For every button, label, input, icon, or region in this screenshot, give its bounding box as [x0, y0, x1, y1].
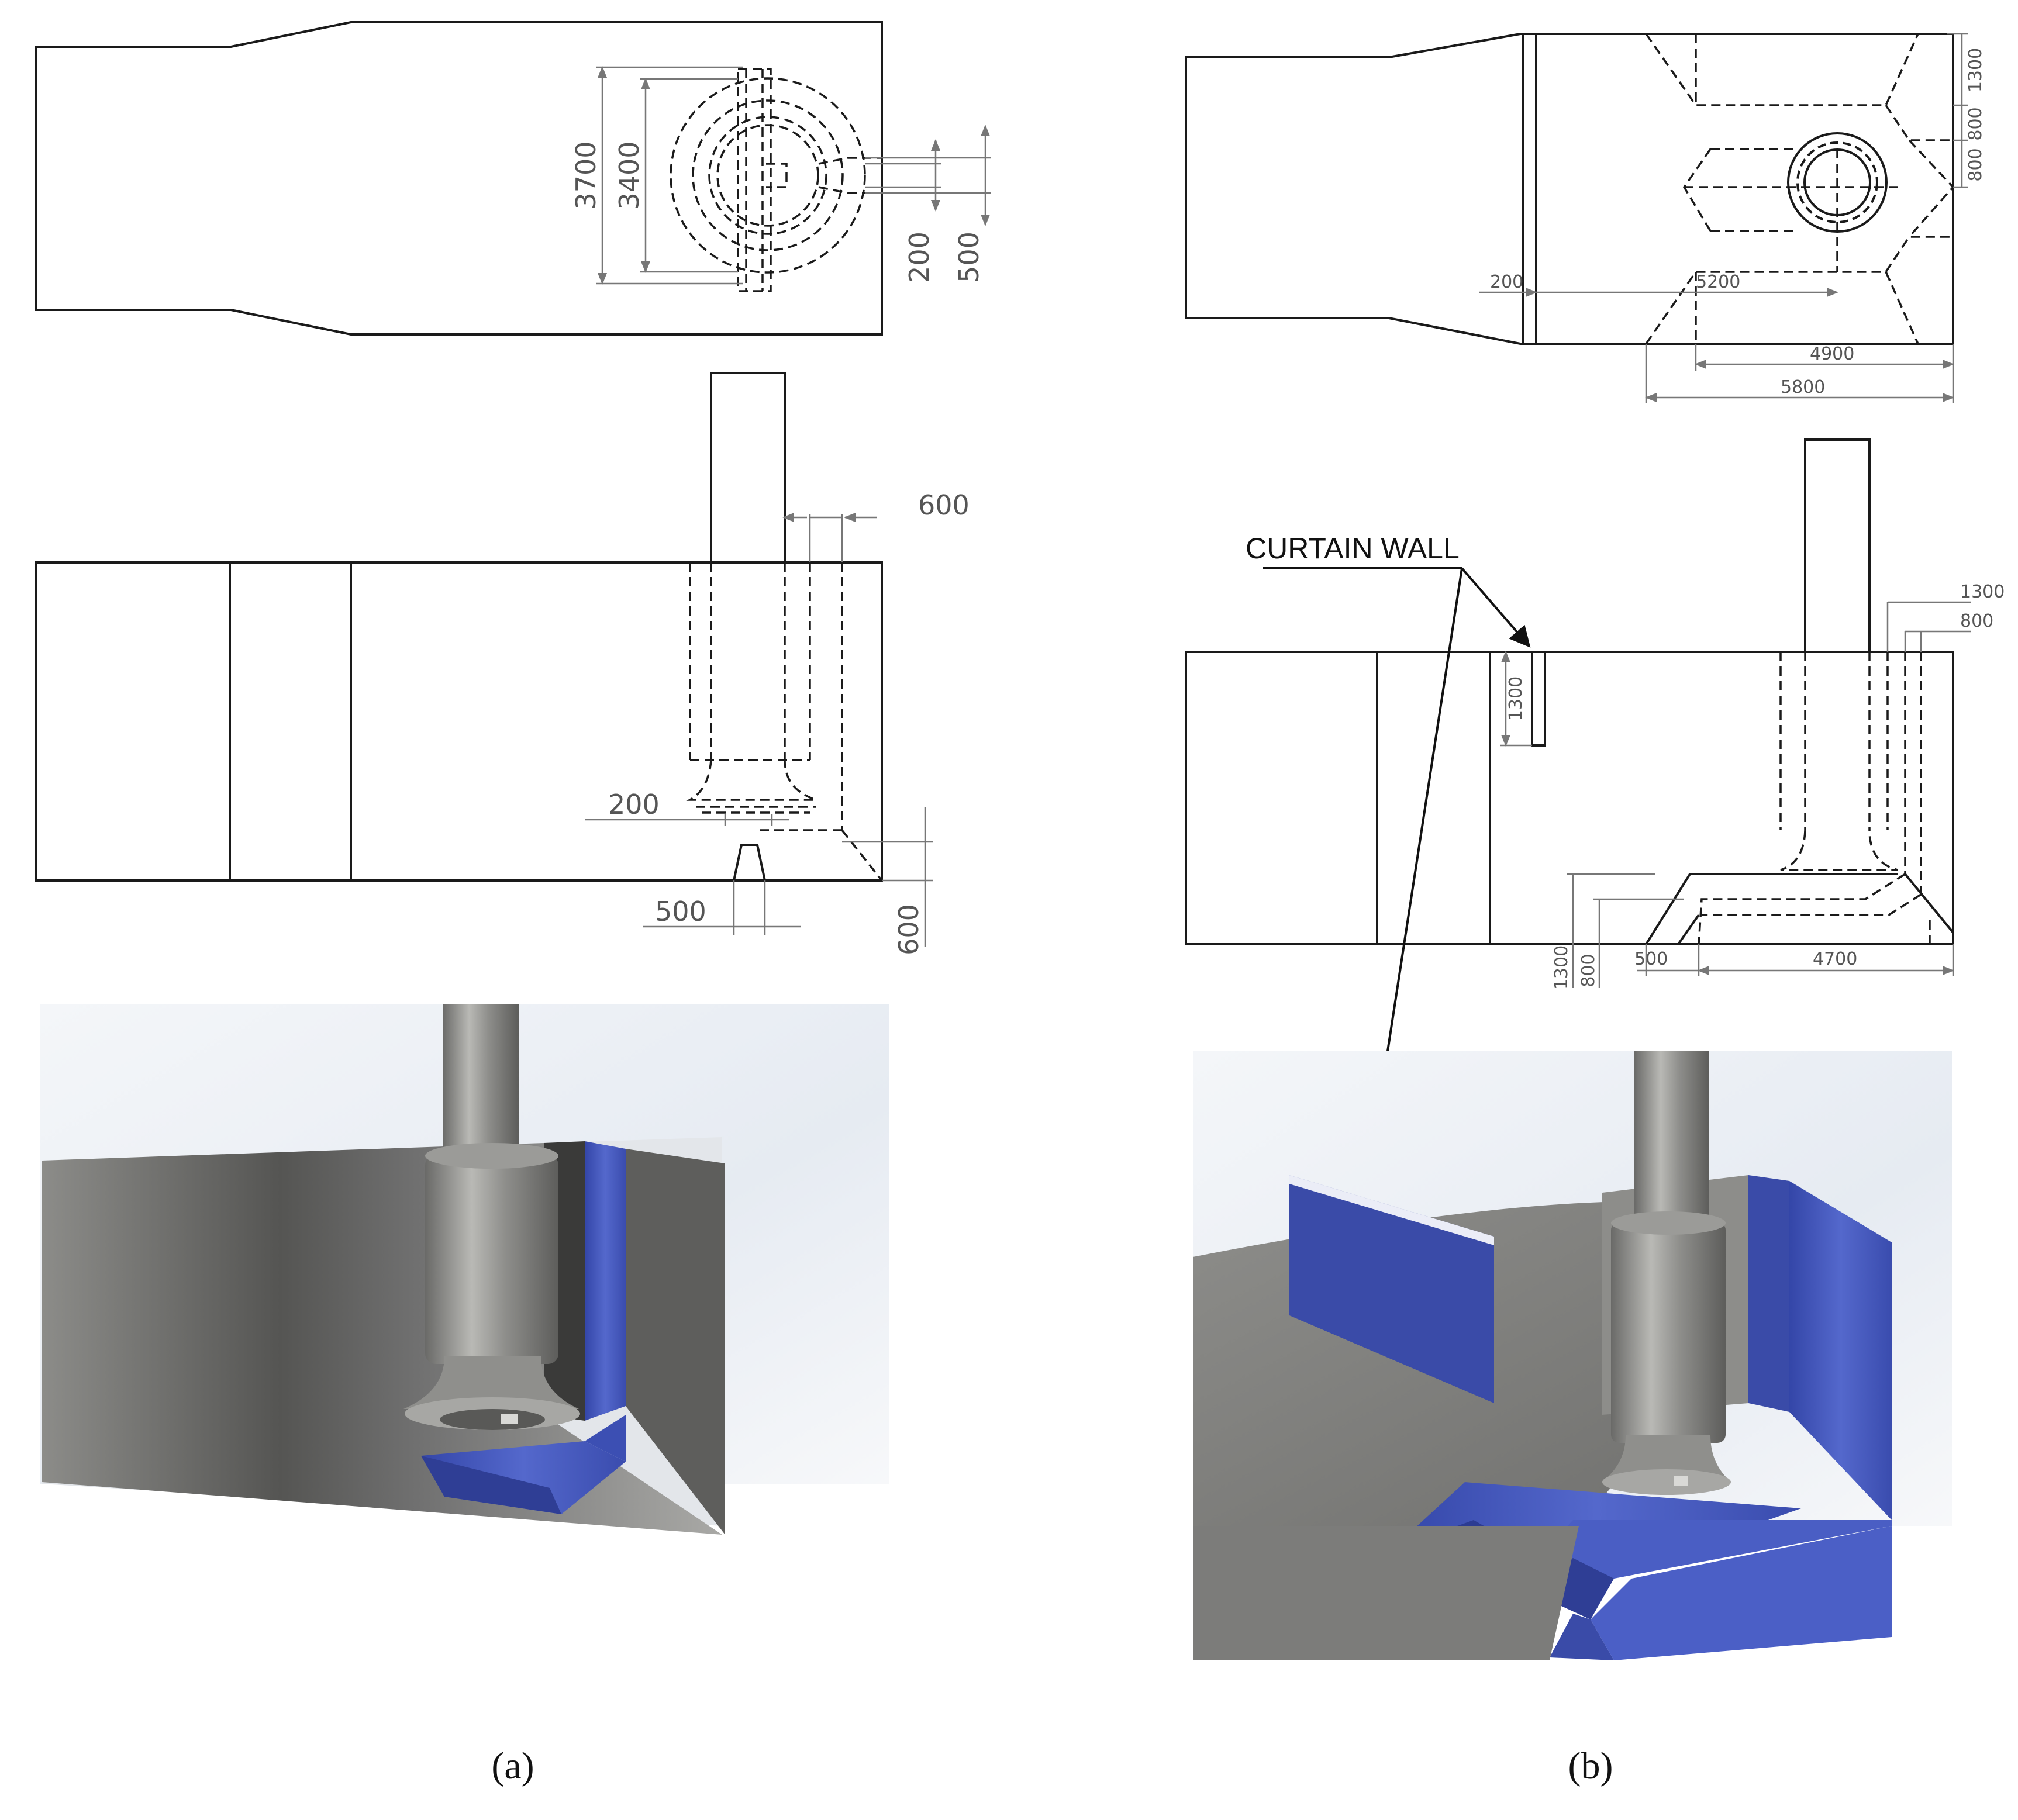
dim-800-top: 800 [1960, 611, 1993, 631]
section-view-b [1185, 438, 1971, 988]
plan-view-a [35, 21, 991, 336]
caption-b: (b) [1568, 1745, 1613, 1787]
dim-5800: 5800 [1781, 377, 1825, 398]
dim-500-b: 500 [1634, 949, 1668, 969]
dim-1300-wall: 1300 [1506, 676, 1526, 721]
dim-600-side: 600 [893, 904, 925, 955]
dim-4900: 4900 [1810, 344, 1854, 364]
caption-a: (a) [491, 1745, 534, 1787]
dim-4700: 4700 [1813, 949, 1857, 969]
plan-view-b [1185, 33, 1968, 403]
section-view-a [35, 372, 933, 947]
dim-3700: 3700 [570, 141, 602, 209]
panel-b: 1300 800 800 200 5200 4900 5800 [1185, 33, 2005, 1787]
render-3d-a [40, 1004, 889, 1535]
callout-curtain-wall: CURTAIN WALL [1246, 532, 1460, 565]
render-3d-b [1193, 1051, 1952, 1660]
dim-500-section: 500 [655, 896, 706, 927]
dim-200-plan: 200 [1490, 272, 1523, 292]
dim-5200: 5200 [1696, 272, 1740, 292]
panel-a: 3700 3400 200 500 [35, 21, 991, 1787]
dim-600-top: 600 [918, 489, 970, 521]
dim-500: 500 [953, 232, 985, 283]
dim-3400: 3400 [613, 141, 645, 209]
dim-200: 200 [903, 232, 935, 283]
dim-1300-bottom: 1300 [1551, 945, 1572, 990]
dim-800-bottom: 800 [1578, 954, 1599, 987]
curtain-wall-section [1531, 651, 1546, 747]
dim-200-section: 200 [608, 789, 660, 820]
dim-800-plan-a: 800 [1965, 107, 1986, 140]
dim-1300-top: 1300 [1960, 582, 2005, 602]
dim-1300-plan: 1300 [1965, 48, 1986, 92]
callout-arrow-section [1461, 567, 1531, 648]
dim-800-plan-b: 800 [1965, 148, 1986, 181]
